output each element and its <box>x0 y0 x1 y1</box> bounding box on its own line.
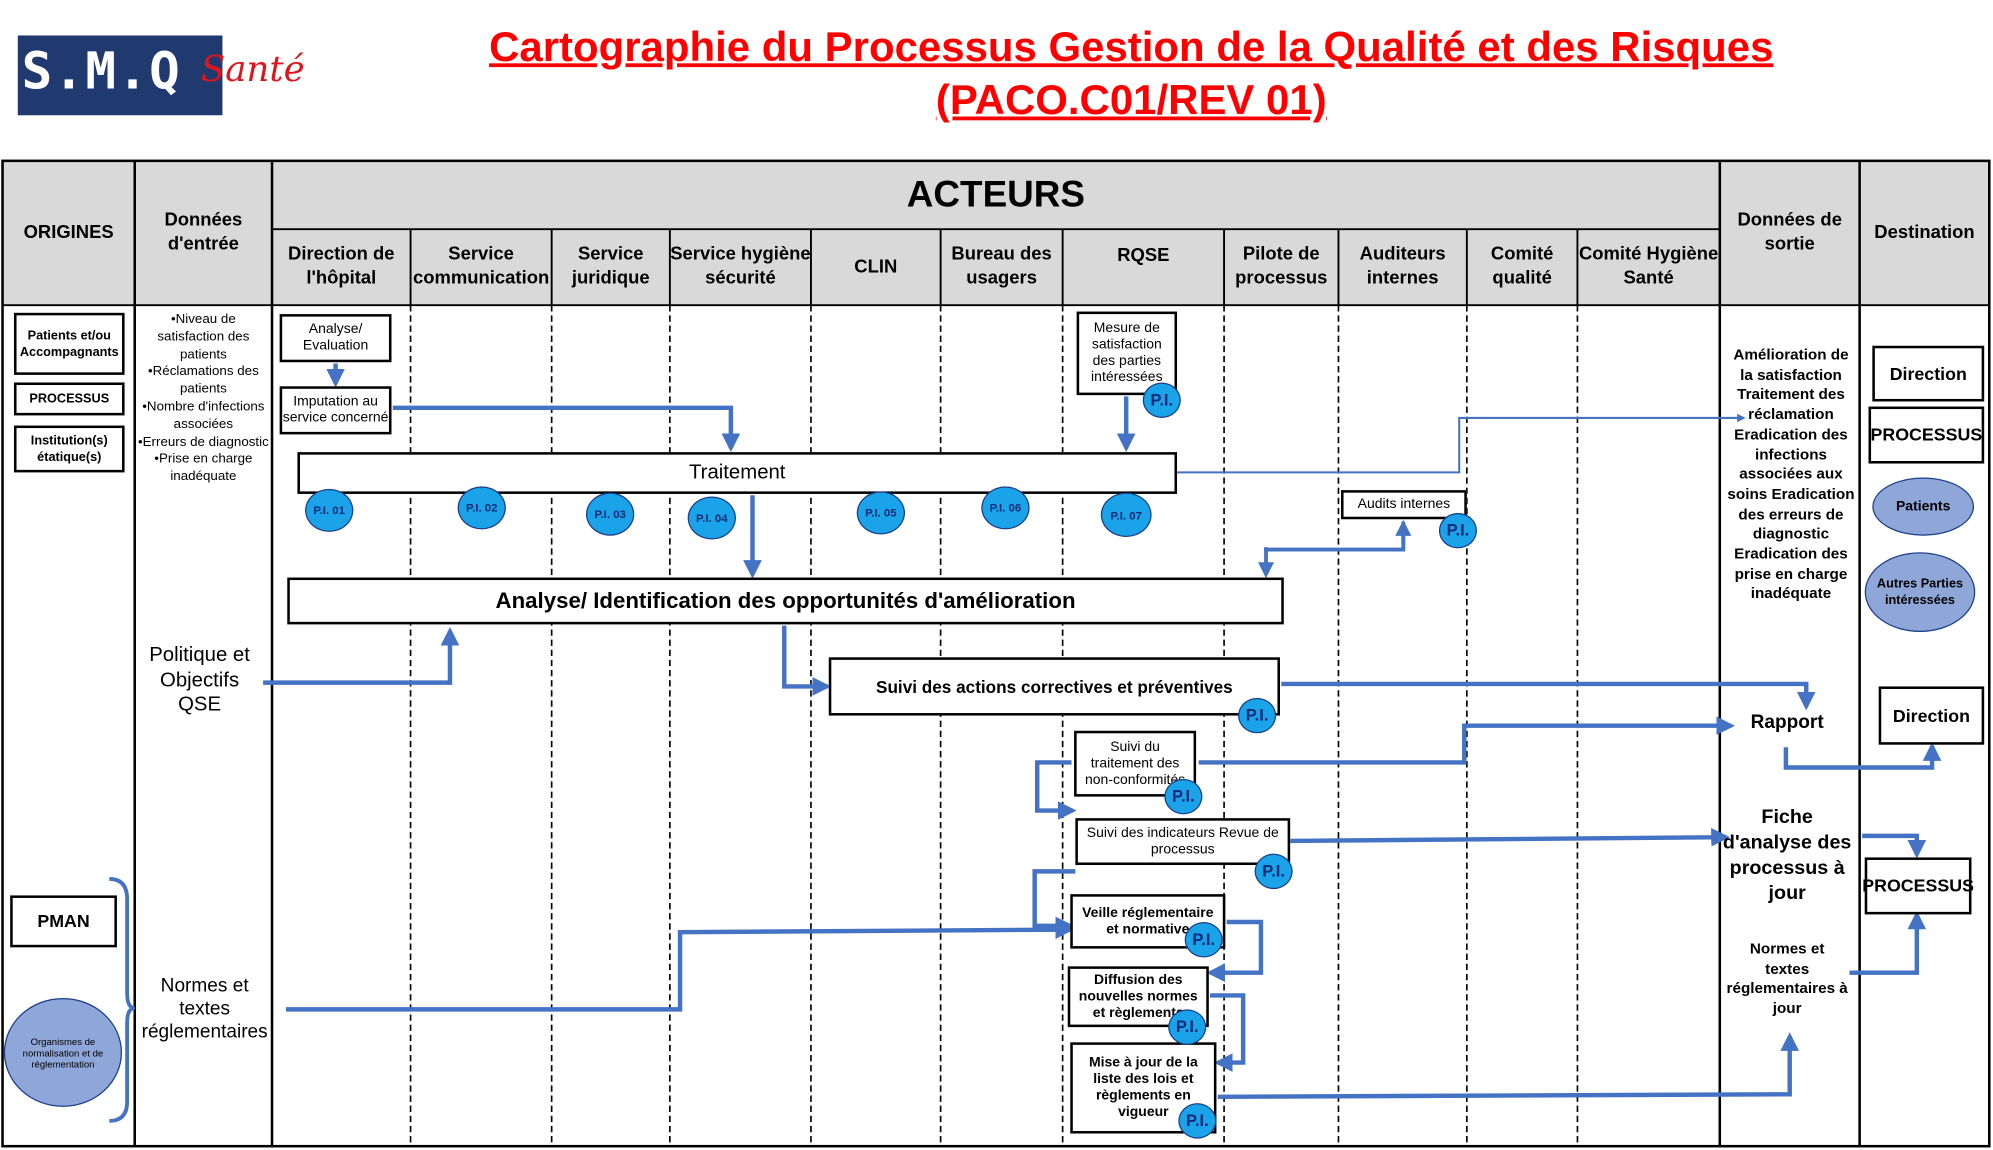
input-bullet: •Nombre d'infections associées <box>142 398 265 432</box>
col-origines: ORIGINES <box>23 222 114 243</box>
activity-mise-a-jour: Mise à jour de la liste des lois et règl… <box>1070 1042 1217 1134</box>
arrow-audits-link <box>1264 521 1406 552</box>
input-politique: Politique et Objectifs QSE <box>149 644 250 716</box>
col-acteurs: ACTEURS <box>906 174 1085 215</box>
pi-audits-badge: P.I. <box>1438 512 1478 549</box>
input-bullet: •Prise en charge inadéquate <box>154 451 253 485</box>
pi-indicateurs-badge: P.I. <box>1254 853 1293 890</box>
table-header <box>2 160 1990 306</box>
arrow-diffusion-to-mise-a-jour <box>1210 993 1246 1072</box>
pi-05-badge: P.I. 05 <box>856 491 906 535</box>
actor-pilote: Pilote de processus <box>1235 244 1328 289</box>
activity-diffusion: Diffusion des nouvelles normes et règlem… <box>1067 966 1209 1028</box>
actor-comite-hygiene: Comité Hygiène Santé <box>1578 244 1719 289</box>
actor-clin: CLIN <box>854 256 898 277</box>
arrow-traitement-to-output <box>1177 413 1746 474</box>
arrow-normes-to-processus <box>1849 910 1927 975</box>
input-bullet: •Réclamations des patients <box>147 363 259 397</box>
activity-mesure: Mesure de satisfaction des parties intér… <box>1076 311 1178 396</box>
activity-audits: Audits internes <box>1341 490 1467 520</box>
arrow-veille-to-diffusion <box>1206 919 1264 982</box>
pi-diffusion-badge: P.I. <box>1168 1009 1207 1045</box>
pi-veille-badge: P.I. <box>1184 922 1223 958</box>
arrow-analyse-to-suivi <box>782 625 832 696</box>
pi-mise-a-jour-badge: P.I. <box>1178 1103 1217 1139</box>
pi-03-badge: P.I. 03 <box>585 492 635 536</box>
arrow-nc-to-rapport <box>1198 716 1735 765</box>
origin-pman: PMAN <box>10 895 117 948</box>
arrow-nc-to-indicateurs <box>1034 760 1077 820</box>
origin-institutions: Institution(s) étatique(s) <box>13 425 125 473</box>
actor-rqse: RQSE <box>1117 245 1170 266</box>
col-destination: Destination <box>1874 222 1975 243</box>
col-donnees-sortie: Données de sortie <box>1737 210 1842 255</box>
input-bullet: •Niveau de satisfaction des patients <box>157 311 250 362</box>
dest-autres: Autres Parties intéressées <box>1864 552 1976 632</box>
actor-direction: Direction de l'hôpital <box>288 244 395 289</box>
activity-analyse-identification: Analyse/ Identification des opportunités… <box>287 577 1284 625</box>
dest-processus-2: PROCESSUS <box>1862 857 1974 915</box>
brace <box>109 877 135 1123</box>
arrow-politique-to-analyse <box>263 626 460 685</box>
input-bullets: •Niveau de satisfaction des patients •Ré… <box>136 312 271 487</box>
dest-processus-1: PROCESSUS <box>1868 406 1985 464</box>
activity-suivi-indicateurs: Suivi des indicateurs Revue de processus <box>1075 818 1291 866</box>
pi-04-badge: P.I. 04 <box>687 496 736 540</box>
activity-veille: Veille réglementaire et normative <box>1070 894 1226 949</box>
dest-direction-1: Direction <box>1872 345 1985 402</box>
origin-processus: PROCESSUS <box>13 382 125 416</box>
output-rapport: Rapport <box>1750 711 1824 734</box>
arrow-imputation-to-traitement <box>392 405 741 453</box>
input-normes: Normes et textes réglementaires <box>141 975 268 1043</box>
input-bullet: •Erreurs de diagnostic <box>137 433 269 450</box>
page-title: Cartographie du Processus Gestion de la … <box>381 20 1881 126</box>
dest-direction-2: Direction <box>1878 686 1985 745</box>
actor-comite-qualite: Comité qualité <box>1490 244 1554 289</box>
activity-suivi-actions: Suivi des actions correctives et prévent… <box>828 657 1280 716</box>
activity-traitement: Traitement <box>297 452 1178 494</box>
arrow-fiche-to-processus <box>1862 833 1927 859</box>
title-line-2: (PACO.C01/REV 01) <box>935 75 1327 123</box>
origin-organismes: Organismes de normalisation et de réglem… <box>3 998 123 1107</box>
actor-communication: Service communication <box>413 244 550 289</box>
pi-suivi-actions-badge: P.I. <box>1238 697 1277 734</box>
arrow-indicateurs-to-fiche <box>1290 827 1730 847</box>
origin-patients: Patients et/ou Accompagnants <box>13 312 125 375</box>
logo-subtitle: Santé <box>200 48 305 90</box>
activity-imputation: Imputation au service concerné <box>279 386 392 435</box>
arrow-mise-a-jour-to-normes <box>1217 1032 1800 1100</box>
output-fiche: Fiche d'analyse des processus à jour <box>1722 806 1852 905</box>
dest-patients: Patients <box>1872 477 1975 536</box>
table-frame <box>1 159 1991 1148</box>
col-donnees-entree: Données d'entrée <box>164 210 243 255</box>
actor-hygiene: Service hygiène sécurité <box>670 244 811 289</box>
actor-auditeurs: Auditeurs internes <box>1359 244 1446 289</box>
pi-07-badge: P.I. 07 <box>1100 492 1152 537</box>
pi-mesure-badge: P.I. <box>1142 382 1181 418</box>
arrow-normes-to-veille <box>285 920 1075 1012</box>
pi-06-badge: P.I. 06 <box>981 486 1030 530</box>
arrow-audits-to-analyse <box>1258 547 1404 579</box>
logo: S.M.Q <box>17 35 223 116</box>
activity-suivi-nc: Suivi du traitement des non-conformités <box>1074 730 1197 797</box>
actor-juridique: Service juridique <box>571 244 650 289</box>
actor-bureau-usagers: Bureau des usagers <box>951 244 1052 289</box>
arrow-indicateurs-to-veille <box>1032 869 1076 936</box>
pi-02-badge: P.I. 02 <box>457 486 506 530</box>
output-amelioration: Amélioration de la satisfaction Traiteme… <box>1727 345 1855 603</box>
logo-text: S.M.Q <box>21 43 182 102</box>
pi-01-badge: P.I. 01 <box>305 488 354 532</box>
pi-suivi-nc-badge: P.I. <box>1164 778 1203 815</box>
arrow-suivi-to-rapport <box>1281 681 1816 711</box>
arrow-rapport-to-direction <box>1783 742 1942 770</box>
title-line-1: Cartographie du Processus Gestion de la … <box>489 22 1774 70</box>
output-normes-jour: Normes et textes réglementaires à jour <box>1726 939 1848 1017</box>
activity-analyse-evaluation: Analyse/ Evaluation <box>279 314 392 363</box>
